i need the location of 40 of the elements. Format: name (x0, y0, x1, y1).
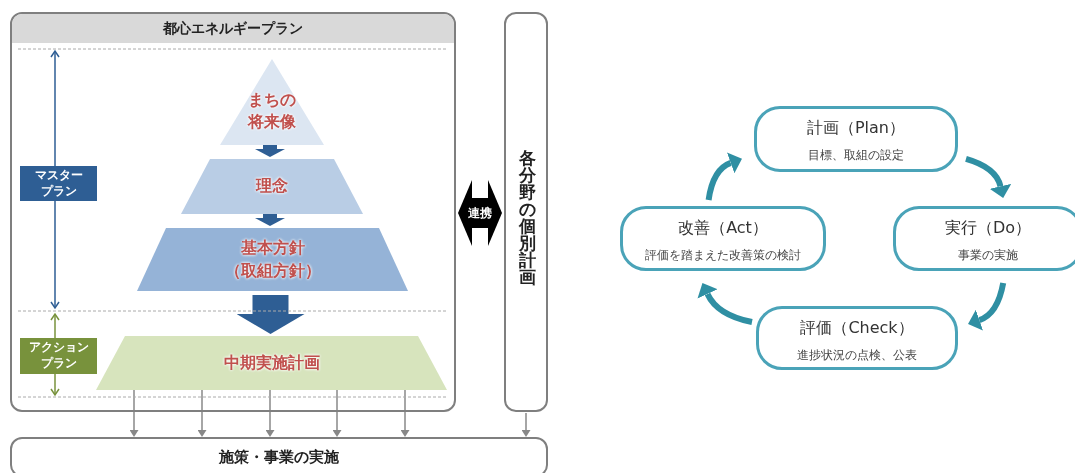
step-title: 計画（Plan） (805, 118, 906, 139)
cycle-box (893, 206, 1075, 271)
arrow (129, 388, 139, 437)
pyramid-tip (220, 59, 324, 145)
box-title: 施策・事業の実施 (218, 448, 340, 467)
cycle-box (620, 206, 826, 271)
frame-heading: 都心エネルギープラン (12, 14, 454, 43)
cycle-box (754, 106, 958, 172)
step-title: 改善（Act） (677, 218, 769, 239)
step-description: 進捗状況の点検、公表 (796, 347, 918, 364)
arrow (197, 388, 207, 437)
arrow (332, 388, 342, 437)
step-description: 評価を踏まえた改善策の検討 (644, 247, 802, 264)
arrow (968, 282, 1007, 331)
arrow (705, 152, 742, 201)
side-box (504, 12, 548, 412)
block-arrow (458, 180, 502, 246)
arrow (521, 412, 531, 437)
step-title: 評価（Check） (799, 318, 915, 339)
arrow (265, 388, 275, 437)
pyramid-tier (96, 336, 447, 390)
step-description: 事業の実施 (957, 247, 1019, 264)
arrow (965, 155, 1012, 198)
block-arrow (236, 295, 305, 334)
arrow (697, 283, 753, 325)
arrow (400, 388, 410, 437)
step-description: 目標、取組の設定 (807, 147, 905, 164)
pyramid-tier (137, 228, 408, 291)
plan-frame (10, 12, 456, 412)
pyramid-tier (181, 159, 363, 214)
tier-label: 中期実施計画 (222, 351, 321, 374)
plan-tag: アクションプラン (20, 338, 97, 374)
tier-label: 理念 (254, 175, 289, 198)
cycle-box (756, 306, 958, 370)
tier-label: 基本方針（取組方針） (223, 237, 322, 282)
result-box (10, 437, 548, 473)
plan-tag: マスタープラン (20, 166, 97, 201)
tier-label: まちの将来像 (246, 89, 297, 134)
vertical-title: 各分野の個別計画 (518, 150, 536, 286)
step-title: 実行（Do） (943, 218, 1033, 239)
